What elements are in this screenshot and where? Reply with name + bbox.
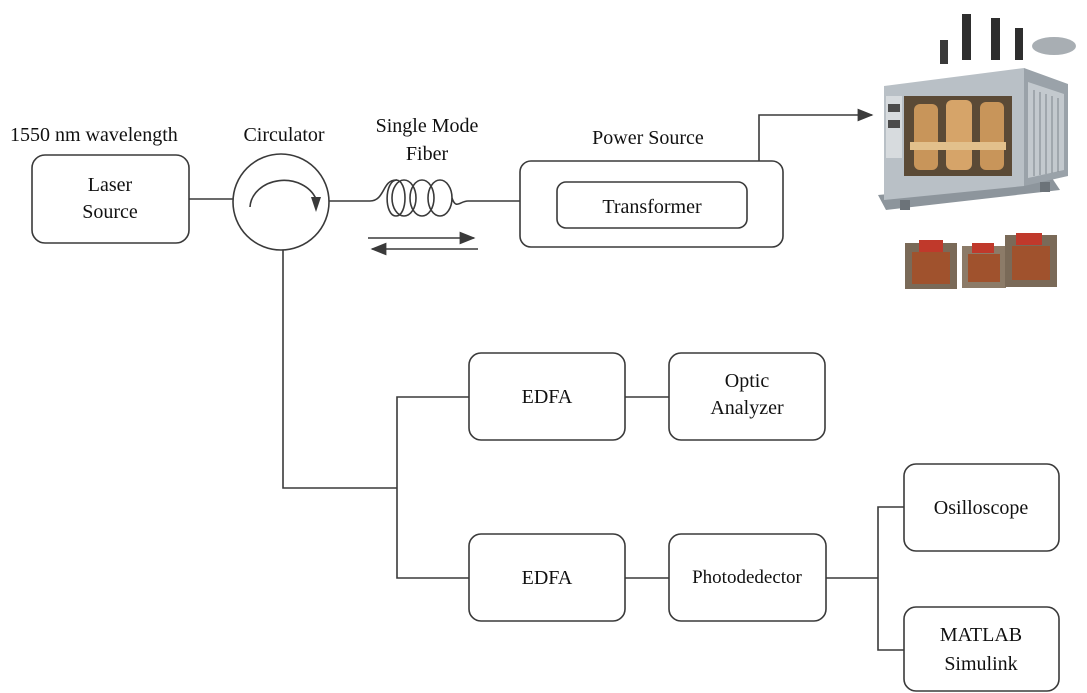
edfa-top-block: EDFA <box>468 352 626 441</box>
circulator-ring <box>232 153 330 251</box>
optic-analyzer-block: Optic Analyzer <box>668 352 826 441</box>
connection-lines <box>189 108 904 651</box>
laser-label-line1: Laser <box>88 174 133 196</box>
fiber-coil-icon <box>369 179 469 217</box>
output-split-line <box>877 506 904 651</box>
power-source-label: Power Source <box>592 127 704 149</box>
circulator-block <box>232 153 330 251</box>
circulator-label: Circulator <box>243 124 324 146</box>
edfa-split-line <box>396 396 469 579</box>
laser-label-line2: Source <box>82 201 138 223</box>
edfa-bottom-label: EDFA <box>522 567 573 589</box>
edfa-bottom-block: EDFA <box>468 533 626 622</box>
circulator-arc <box>249 179 317 208</box>
fiber-label-line1: Single Mode <box>376 115 479 137</box>
transformer-block <box>556 181 748 229</box>
small-transformers-icon <box>905 233 1057 289</box>
circulator-drop-line <box>282 249 397 489</box>
power-transformer-icon <box>878 14 1076 210</box>
wavelength-label: 1550 nm wavelength <box>10 124 178 146</box>
circulator-arrow-icon <box>311 197 321 212</box>
photodetector-label: Photodedector <box>692 567 802 588</box>
photodetector-block: Photodedector <box>668 533 827 622</box>
transformer-label: Transformer <box>602 196 702 218</box>
matlab-label-line1: MATLAB <box>940 624 1022 646</box>
matlab-simulink-block: MATLAB Simulink <box>903 606 1060 692</box>
matlab-label-line2: Simulink <box>944 653 1017 675</box>
laser-source-block: Laser Source <box>31 154 190 244</box>
fiber-label-line2: Fiber <box>406 143 449 165</box>
oscilloscope-label: Osilloscope <box>934 497 1029 519</box>
edfa-top-label: EDFA <box>522 386 573 408</box>
power-to-transformer-arrow <box>758 108 874 161</box>
optic-label-line2: Analyzer <box>710 397 784 419</box>
optic-label-line1: Optic <box>725 370 770 392</box>
power-source-block: Transformer <box>519 160 784 248</box>
oscilloscope-block: Osilloscope <box>903 463 1060 552</box>
